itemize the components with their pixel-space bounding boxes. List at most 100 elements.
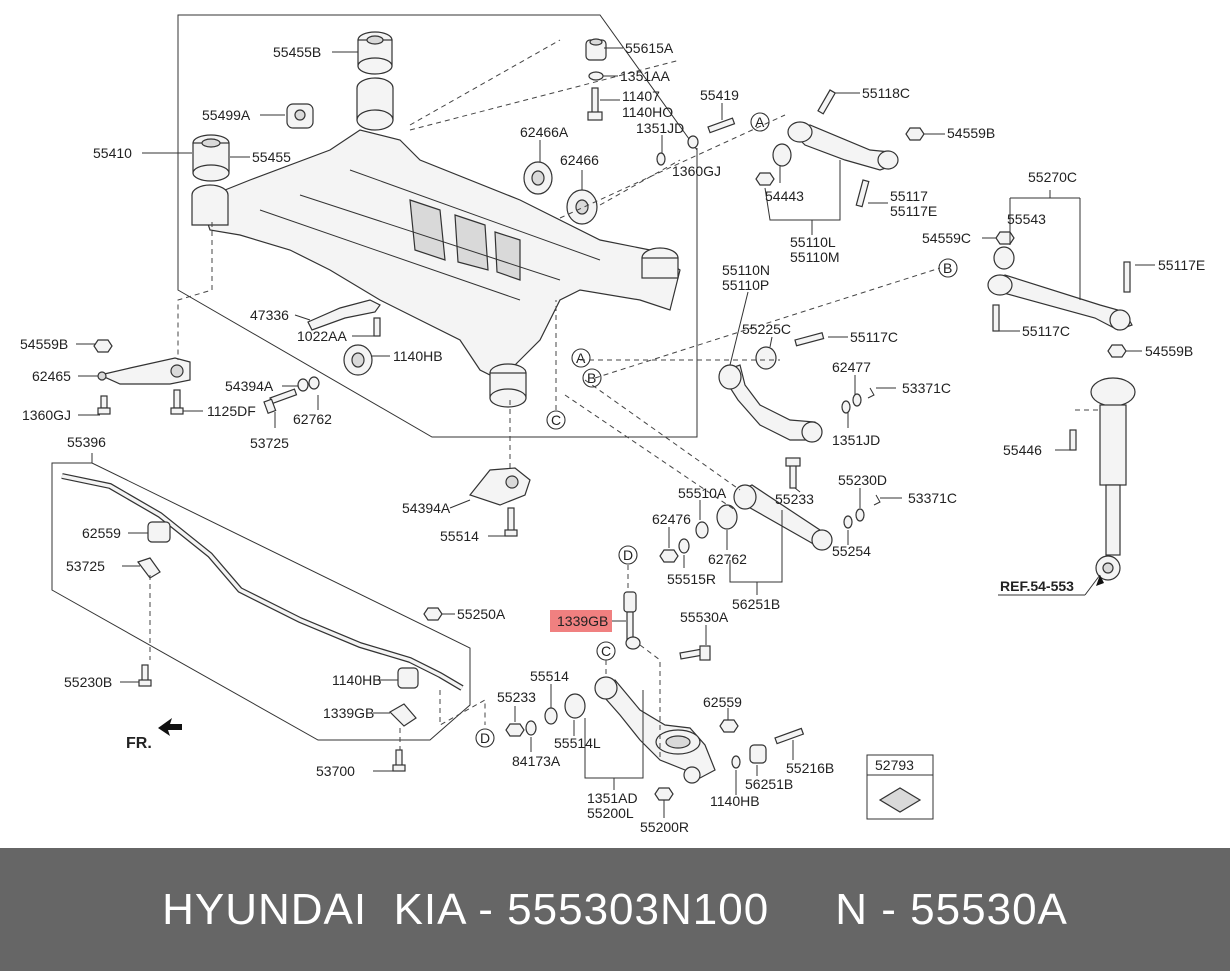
label-1351JD-b: 62762 (293, 411, 332, 427)
washer-1360GJ-a (687, 135, 699, 149)
label-54394A-b: 53371C (908, 490, 957, 506)
label-62762-a: 1125DF (207, 403, 256, 419)
bushing-54443 (772, 143, 792, 167)
label-55117: 55117 (890, 188, 928, 204)
label-47336: 47336 (250, 307, 289, 323)
bushing-53700 (749, 744, 767, 764)
pin-54394A-b (873, 494, 881, 506)
nut-54559C (995, 231, 1015, 245)
label-55230D: 55233 (775, 491, 814, 507)
washer-53725-b (855, 508, 865, 522)
arm-55270C (987, 274, 1133, 331)
label-1140HB-c: 53700 (316, 763, 355, 779)
bolt-55117E-b (1123, 261, 1131, 293)
bracket-47336 (307, 299, 381, 331)
bushing-55455B (357, 31, 393, 75)
callout-D-bar: D (475, 728, 495, 748)
bushing-55514-a (147, 521, 171, 543)
bushing-55543 (993, 246, 1015, 270)
mount-62477 (97, 357, 191, 385)
callout-C-subframe: C (546, 410, 566, 430)
bushing-55225C (755, 346, 777, 370)
label-1351AD: 1140HB (710, 793, 760, 809)
bushing-62466 (566, 189, 598, 225)
label-1339GB-b: 62559 (703, 694, 742, 710)
svg-text:B: B (587, 370, 596, 386)
washer-55233-a (695, 521, 709, 539)
label-1140HB-b: 55230B (64, 674, 112, 690)
label-55530A: 1339GB (557, 613, 608, 629)
part-box-84173A (866, 754, 934, 820)
bolt-11407 (587, 87, 603, 121)
label-62618A: 55200R (640, 819, 689, 835)
label-1339GB-a: 55250A (457, 606, 506, 622)
bolt-1125DF (97, 395, 111, 415)
label-55410: 55410 (93, 145, 132, 161)
nut-1022AA (93, 339, 113, 353)
label-55110M: 55110M (790, 249, 840, 265)
label-1351JD-a: 1351JD (636, 120, 684, 136)
nut-1339GB-b (719, 719, 739, 733)
label-55254: 62762 (708, 551, 747, 567)
bolt-55117C-b (992, 304, 1000, 332)
label-55110L: 55110L (790, 234, 836, 250)
label-55250A: 56251B (732, 596, 780, 612)
label-55117C-a: 55117C (850, 329, 898, 345)
callout-A-arm: A (750, 112, 770, 132)
nut-1339GB-a (423, 607, 443, 621)
label-55118C: 55118C (862, 85, 910, 101)
callout-B-subframe: B (582, 368, 602, 388)
nut-54559B-a (905, 127, 925, 141)
label-55499A: 55499A (202, 107, 251, 123)
nut-62618A (654, 787, 674, 801)
label-55514-b: 1140HB (332, 672, 382, 688)
bolt-52793 (774, 727, 805, 745)
label-ref-54-553: REF.54-553 (1000, 578, 1074, 594)
bracket-55514L (389, 703, 417, 727)
bolt-55396 (1069, 429, 1077, 451)
label-62559-a: 62476 (652, 511, 691, 527)
label-53371C-a: 62477 (832, 359, 871, 375)
washer-1360GJ-b (297, 378, 309, 392)
arm-55110N (718, 364, 823, 443)
bushing-55216B (564, 693, 586, 719)
crossmember-subframe-drawing (191, 77, 681, 408)
label-52793: 55216B (786, 760, 834, 776)
bracket-55515R (137, 557, 161, 579)
label-55117C-b: 55117C (1022, 323, 1070, 339)
bolt-62762-b (504, 507, 518, 537)
stabilizer-link-55530A (623, 591, 641, 650)
label-55216B: 55514L (554, 735, 601, 751)
lower-arm-55200L (594, 676, 716, 784)
connector-lines (149, 39, 1100, 760)
callout-C-lower: C (596, 641, 616, 661)
washer-1351JD-a (656, 152, 666, 166)
label-55230B: 55530A (680, 609, 729, 625)
label-54559C: 54559C (922, 230, 971, 246)
bolt-55446 (263, 388, 298, 415)
bolt-1140HB-c (392, 749, 406, 772)
shock-absorber-55396 (1090, 377, 1136, 581)
bolt-55118C (817, 89, 837, 115)
bushing-55514-b (397, 667, 419, 689)
callout-A-subframe: A (571, 348, 591, 368)
parts-diagram: A B C A B (20, 14, 1205, 835)
svg-text:A: A (576, 350, 586, 366)
svg-text:A: A (755, 114, 765, 130)
label-62559-b: 55233 (497, 689, 536, 705)
bushing-62465 (343, 344, 373, 376)
bolt-55117 (855, 179, 870, 208)
label-84173A: 52793 (875, 757, 914, 773)
nut-54559B-b (1107, 344, 1127, 358)
upper-arm-55110L (787, 121, 899, 171)
label-54394A-a: 53371C (902, 380, 951, 396)
part-number-banner: HYUNDAI KIA - 555303N100 N - 55530A (0, 848, 1230, 971)
stabilizer-group-frame (51, 462, 471, 741)
label-55419: 55419 (700, 87, 739, 103)
washer-53371C-b (843, 515, 853, 529)
highlight-55530A (550, 610, 612, 632)
label-55455: 55455 (252, 149, 291, 165)
label-1351AA: 1351AA (620, 68, 670, 84)
label-55110N: 55110N (722, 262, 770, 278)
